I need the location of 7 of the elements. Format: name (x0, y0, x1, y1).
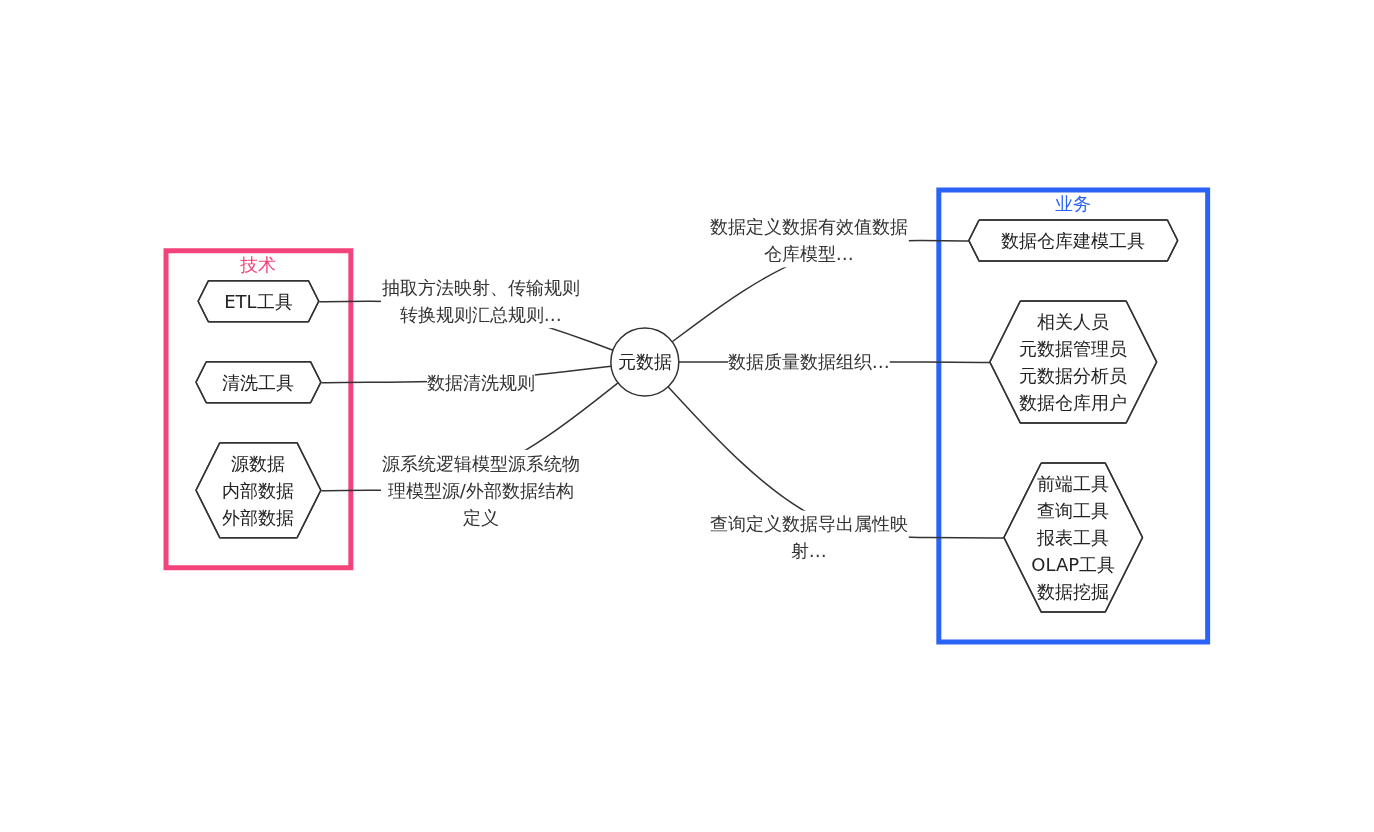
edge-label: 查询定义数据导出属性映射… (710, 513, 908, 562)
edge-label: 源系统逻辑模型源系统物理模型源/外部数据结构定义 (382, 452, 580, 528)
edge-label: 数据质量数据组织… (728, 351, 890, 373)
node-circle: 元数据 (610, 327, 680, 397)
edge-label: 数据定义数据有效值数据仓库模型… (710, 216, 908, 265)
edge-label: 数据清洗规则 (427, 371, 536, 393)
edge-label: 抽取方法映射、传输规则转换规则汇总规则… (382, 277, 580, 326)
